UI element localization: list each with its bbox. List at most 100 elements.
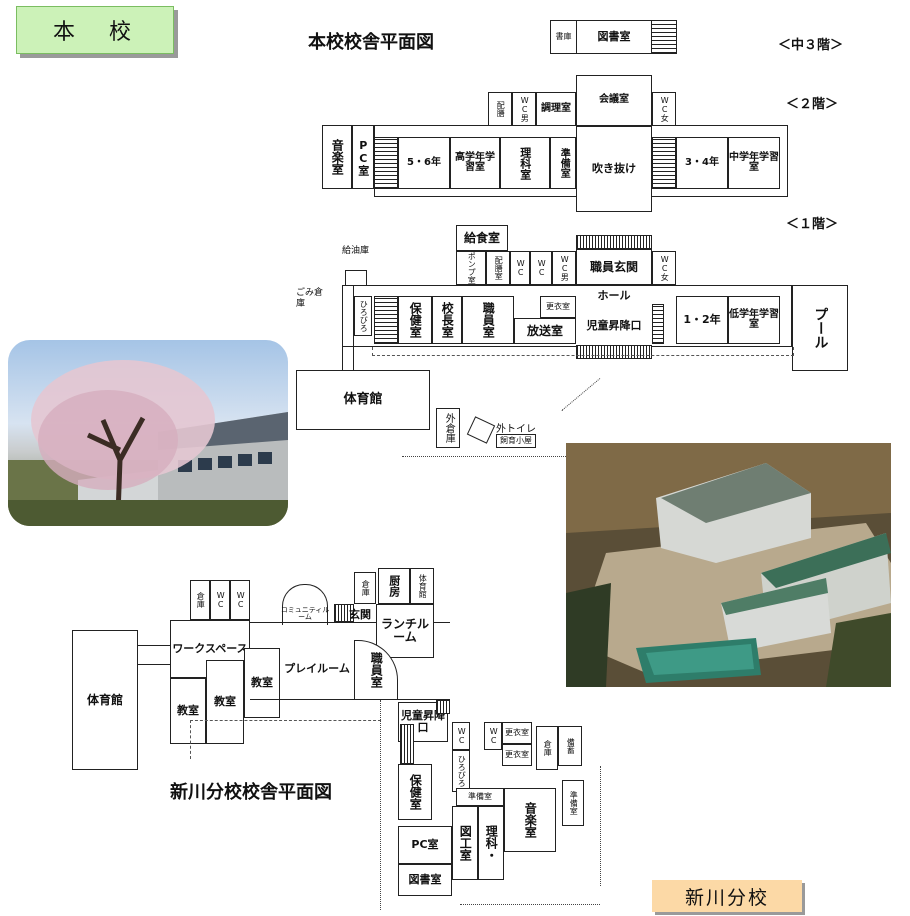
room-branch-classroom1: 教室 <box>170 678 206 744</box>
stairs-1f-right <box>652 304 664 344</box>
room-health-1f: 保健室 <box>398 296 432 344</box>
room-student-entrance: 児童昇降口 <box>586 319 642 333</box>
floor-label-1: ＜１階＞ <box>786 217 839 232</box>
room-grade56: 5・6年 <box>398 137 450 189</box>
room-branch-playroom: プレイルーム <box>284 662 350 676</box>
cherry-tree-photo <box>8 340 288 526</box>
hatch-branch-entrance <box>334 604 354 622</box>
room-branch-wc2: WC <box>230 580 250 620</box>
room-wc-2: WC <box>530 251 552 285</box>
gym-connector <box>342 285 354 371</box>
room-kyushoku: 給食室 <box>456 225 508 251</box>
branch-outline-dashed <box>190 720 381 759</box>
room-branch-prep: 準備室 <box>562 780 584 826</box>
room-branch-entrance: 玄関 <box>349 608 371 622</box>
room-branch-wc3: WC <box>452 722 470 750</box>
hatch-top-1f <box>576 235 652 249</box>
room-prep-2f: 準備室 <box>550 137 576 189</box>
room-branch-changing: 体育館 <box>410 568 434 604</box>
room-branch-classroom2: 教室 <box>206 660 244 744</box>
room-branch-community: コミュニティルーム <box>280 605 330 621</box>
room-upper-study: 高学年学習室 <box>450 137 500 189</box>
room-wc-m-1f: WC男 <box>552 251 576 285</box>
floor-label-2: ＜２階＞ <box>786 97 839 112</box>
honko-floorplan-title: 本校校舎平面図 <box>308 32 434 53</box>
room-gym-honko: 体育館 <box>296 370 430 430</box>
stairs-3f <box>651 20 677 54</box>
path-dotted-diag <box>561 378 601 412</box>
hatch-branch-student <box>400 724 414 764</box>
gym-connector-branch <box>138 645 170 665</box>
label-gomi: ごみ倉庫 <box>296 288 324 309</box>
room-branch-hiro: ひろびろ <box>452 750 470 792</box>
stairs-1f-left <box>374 296 398 344</box>
room-branch-wc1: WC <box>210 580 230 620</box>
branch-badge: 新川分校 <box>652 880 802 912</box>
room-atrium: 吹き抜け <box>576 126 652 212</box>
branch-wall-right <box>600 766 602 886</box>
branch-corridor <box>250 622 450 700</box>
room-haizen-1f: 配膳室 <box>486 251 510 285</box>
room-gym-branch: 体育館 <box>72 630 138 770</box>
room-wc-m-2f: WC男 <box>512 92 536 126</box>
room-branch-classroom3: 教室 <box>244 648 280 718</box>
outline-1f-dashed <box>372 347 794 356</box>
room-pump: ポンプ室 <box>456 251 486 285</box>
aerial-school-photo <box>566 443 891 687</box>
floor-label-3: ＜中３階＞ <box>778 38 844 53</box>
room-haizen-2f: 配膳 <box>488 92 512 126</box>
room-science-2f: 理科室 <box>500 137 550 189</box>
room-branch-library: 図書室 <box>398 864 452 896</box>
room-branch-changing3: 更衣室 <box>502 744 532 766</box>
room-branch-storage2: 倉庫 <box>354 572 376 604</box>
room-wc-f-2f: WC女 <box>652 92 676 126</box>
room-pool: プール <box>792 285 848 371</box>
honko-badge: 本 校 <box>16 6 174 54</box>
room-hiro-1f: ひろびろ <box>354 296 372 336</box>
room-tool-hut: 飼育小屋 <box>496 434 536 448</box>
label-oil-storage: 給油庫 <box>342 246 370 256</box>
room-branch-prep2: 準備室 <box>456 788 504 806</box>
community-arc <box>282 584 328 625</box>
room-grade12: 1・2年 <box>676 296 728 344</box>
room-branch-pc: PC室 <box>398 826 452 864</box>
room-branch-health: 保健室 <box>398 764 432 820</box>
room-branch-changing2: 更衣室 <box>502 722 532 744</box>
room-branch-kitchen: 厨房 <box>378 568 410 604</box>
room-music-2f: 音楽室 <box>322 125 352 189</box>
room-mid-study: 中学年学習室 <box>728 137 780 189</box>
room-branch-wc4: WC <box>484 722 502 750</box>
room-branch-music: 音楽室 <box>504 788 556 852</box>
room-outer-toilet-box <box>466 416 496 444</box>
branch-floorplan-title: 新川分校校舎平面図 <box>170 782 332 803</box>
room-changing-1f: 更衣室 <box>540 296 576 318</box>
label-outer-toilet: 外トイレ <box>496 424 536 435</box>
room-branch-stock: 備蓄 <box>558 726 582 766</box>
room-branch-science: 理科・ <box>478 806 504 880</box>
path-dotted <box>402 456 570 457</box>
room-outer-storage: 外倉庫 <box>436 408 460 448</box>
room-conference: 会議室 <box>576 75 652 126</box>
room-branch-storage3: 倉庫 <box>536 726 558 770</box>
room-branch-storage1: 倉庫 <box>190 580 210 620</box>
room-staff-entrance: 職員玄関 <box>576 249 652 285</box>
branch-wall-left <box>380 700 382 910</box>
room-principal: 校長室 <box>432 296 462 344</box>
room-oil-box <box>345 270 367 286</box>
room-staff: 職員室 <box>462 296 514 344</box>
stairs-2f-right <box>652 137 676 189</box>
branch-wall-bottom <box>460 904 600 906</box>
room-library-3f: 図書室 <box>576 20 652 54</box>
room-pc-2f: PC室 <box>352 125 374 189</box>
hatch-branch-student2 <box>436 700 450 714</box>
room-hall: ホール <box>597 289 631 303</box>
room-broadcast: 放送室 <box>514 318 576 344</box>
room-branch-lunch: ランチルーム <box>376 604 434 658</box>
room-cooking: 調理室 <box>536 92 576 126</box>
room-wc-1: WC <box>510 251 530 285</box>
room-wc-f-1f: WC女 <box>652 251 676 285</box>
room-branch-art: 図工室 <box>452 806 478 880</box>
room-shelf: 書庫 <box>550 20 577 54</box>
room-lower-study: 低学年学習室 <box>728 296 780 344</box>
room-grade34: 3・4年 <box>676 137 728 189</box>
